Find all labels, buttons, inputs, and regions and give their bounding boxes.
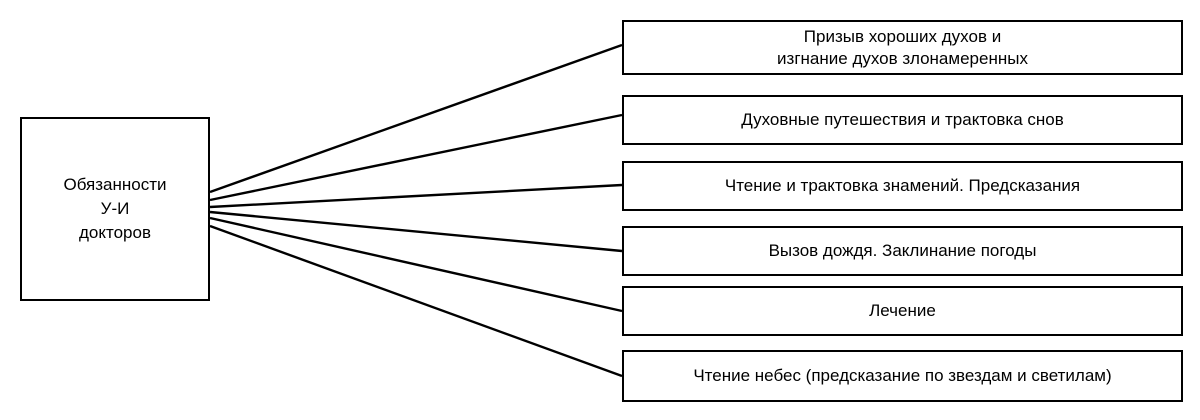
hub-label: Обязанности У-И докторов xyxy=(63,173,166,245)
duties-hub-box: Обязанности У-И докторов xyxy=(20,117,210,301)
duty-box-rain-calling: Вызов дождя. Заклинание погоды xyxy=(622,226,1183,276)
connector-line-3 xyxy=(209,210,623,253)
duty-box-reading-skies: Чтение небес (предсказание по звездам и … xyxy=(622,350,1183,402)
duty-box-summon-spirits: Призыв хороших духов и изгнание духов зл… xyxy=(622,20,1183,75)
connector-line-4 xyxy=(209,216,623,313)
duty-label: Вызов дождя. Заклинание погоды xyxy=(768,241,1037,260)
duty-box-healing: Лечение xyxy=(622,286,1183,336)
connector-line-5 xyxy=(209,224,623,378)
duty-box-omens: Чтение и трактовка знамений. Предсказани… xyxy=(622,161,1183,211)
hub-label-line-3: докторов xyxy=(79,223,151,242)
duty-label: Чтение и трактовка знамений. Предсказани… xyxy=(724,176,1081,195)
duty-label: Лечение xyxy=(869,301,936,320)
duty-box-spirit-journeys: Духовные путешествия и трактовка снов xyxy=(622,95,1183,145)
duty-label: Чтение небес (предсказание по звездам и … xyxy=(693,366,1112,385)
duty-label: Духовные путешествия и трактовка снов xyxy=(741,110,1064,129)
hub-label-line-1: Обязанности xyxy=(63,175,167,194)
connector-line-2 xyxy=(209,183,623,209)
duty-label-line-1: Призыв хороших духов и xyxy=(803,26,1002,46)
connector-line-0 xyxy=(209,43,623,194)
hub-label-line-2: У-И xyxy=(100,199,130,218)
duty-label-line-2: изгнание духов злонамеренных xyxy=(777,48,1028,68)
connector-line-1 xyxy=(209,113,623,202)
duty-label: Призыв хороших духов и изгнание духов зл… xyxy=(777,26,1028,70)
